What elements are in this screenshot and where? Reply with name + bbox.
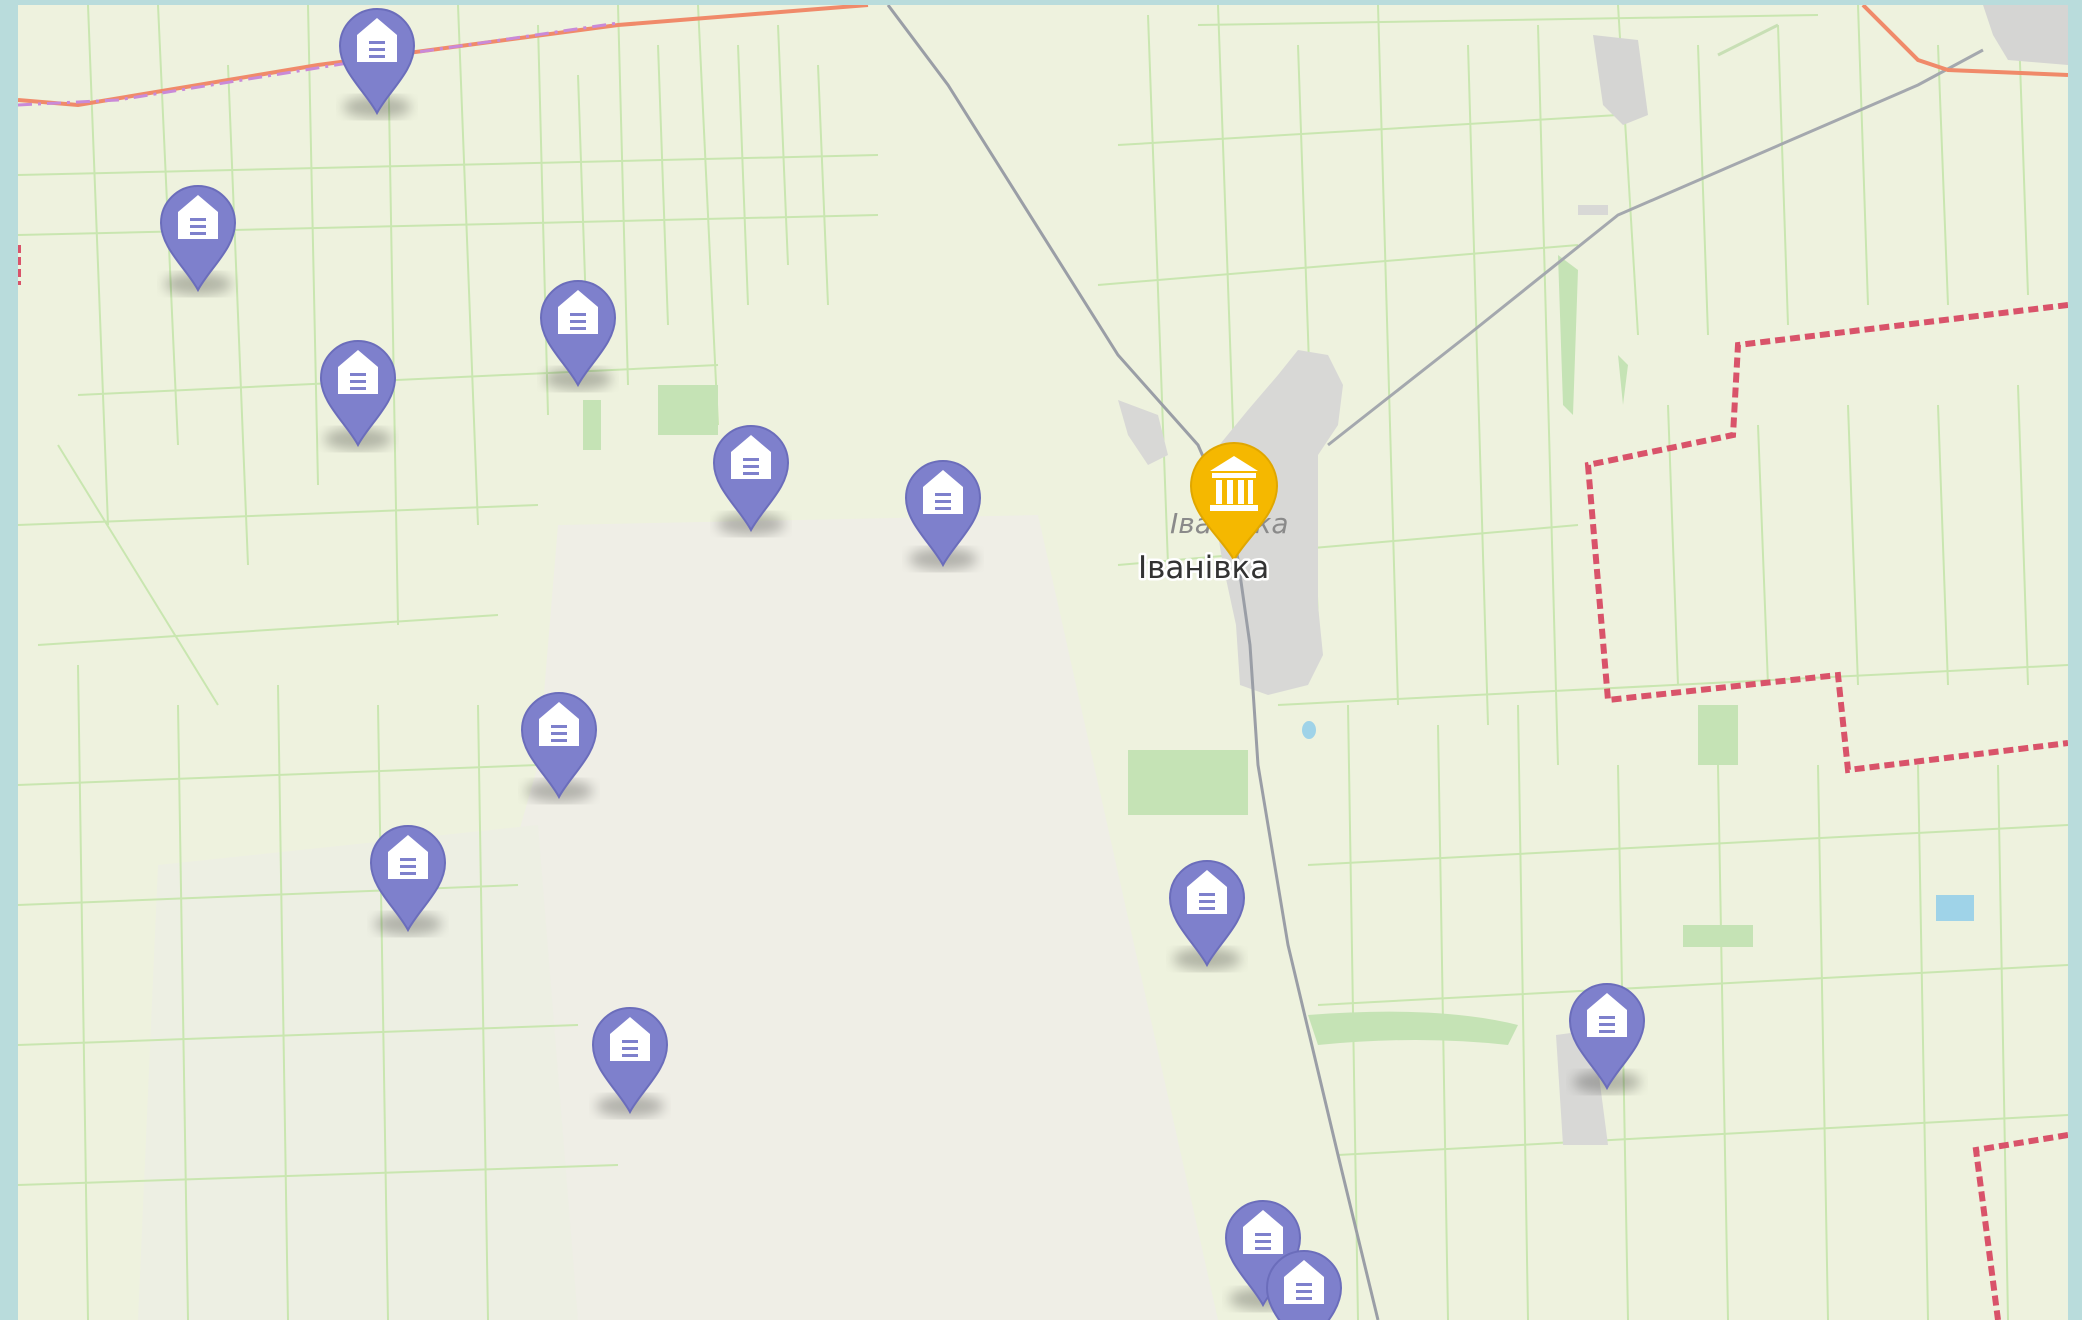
house-icon: [541, 281, 615, 390]
border-line: [1861, 5, 2068, 77]
settlement-area: [1593, 35, 1648, 125]
house-icon: [1267, 1251, 1341, 1320]
house-icon: [371, 826, 445, 935]
house-icon: [906, 461, 980, 570]
town-label: Іванівка: [1138, 550, 1269, 586]
road-line: [1717, 23, 1779, 57]
road-line: [886, 5, 1380, 1320]
house-icon: [161, 186, 235, 295]
house-icon: [321, 341, 395, 450]
house-marker[interactable]: [371, 826, 445, 935]
settlement-area: [1578, 205, 1608, 215]
settlement-area: [1983, 5, 2068, 65]
house-marker[interactable]: [522, 693, 596, 802]
house-marker[interactable]: [593, 1008, 667, 1117]
house-marker[interactable]: [1570, 984, 1644, 1093]
water-pond: [1936, 895, 1974, 921]
house-marker[interactable]: [1170, 861, 1244, 970]
district-boundary: [1584, 302, 2068, 1320]
house-marker[interactable]: [714, 426, 788, 535]
house-marker[interactable]: [340, 9, 414, 118]
open-area-south: [138, 825, 578, 1320]
road-line: [1327, 48, 1984, 447]
house-icon: [522, 693, 596, 802]
house-marker[interactable]: [1267, 1251, 1341, 1320]
house-icon: [1570, 984, 1644, 1093]
water-pond: [1302, 721, 1316, 739]
house-icon: [340, 9, 414, 118]
house-marker[interactable]: [541, 281, 615, 390]
house-marker[interactable]: [321, 341, 395, 450]
house-icon: [1170, 861, 1244, 970]
border-line: [18, 21, 619, 107]
house-marker[interactable]: [161, 186, 235, 295]
house-marker[interactable]: [906, 461, 980, 570]
settlement-area: [1118, 400, 1168, 465]
map-canvas[interactable]: Іванівка Іванівка: [18, 5, 2068, 1320]
forest-patches: [583, 255, 1753, 1045]
open-area: [498, 515, 1218, 1320]
map-viewport[interactable]: Іванівка Іванівка: [18, 5, 2068, 1320]
house-icon: [593, 1008, 667, 1117]
field-boundaries: [18, 5, 2068, 1320]
house-icon: [714, 426, 788, 535]
settlement-area: [1203, 350, 1343, 695]
